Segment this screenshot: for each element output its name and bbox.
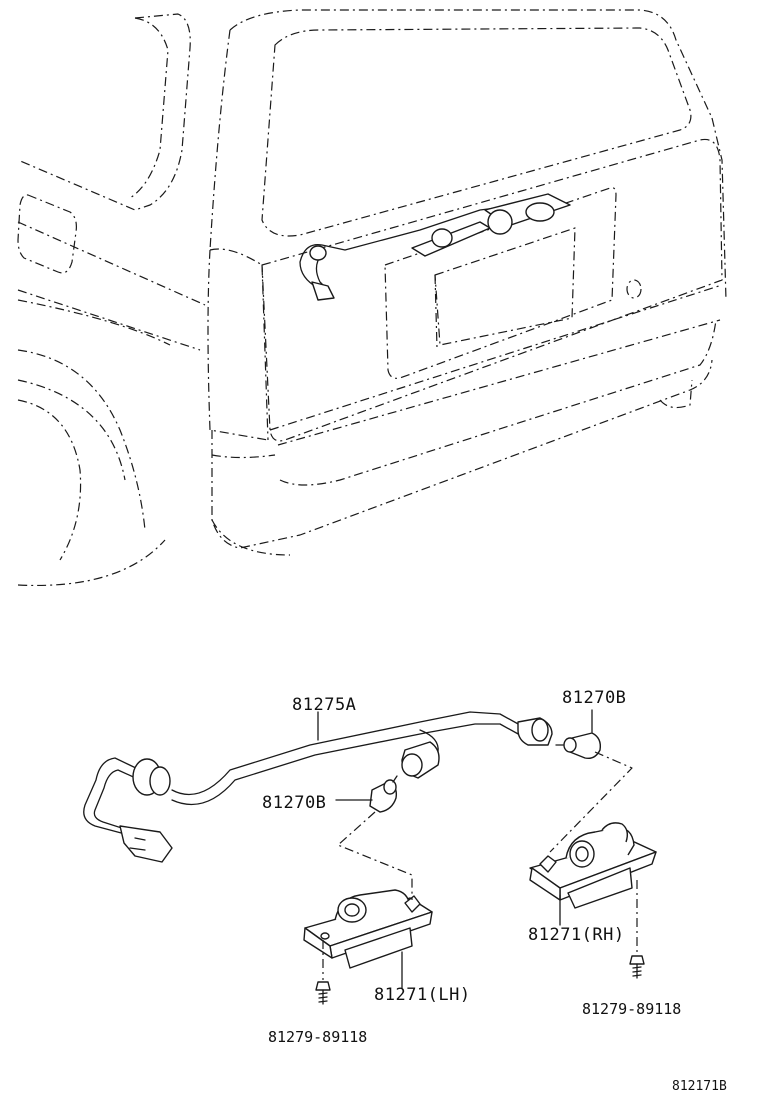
leader-lines [317,709,593,989]
label-harness: 81275A [292,695,356,715]
label-lamp-right: 81271(RH) [528,925,625,945]
bulb-81270b-right[interactable] [555,732,602,760]
assembly-lines [322,751,638,980]
label-screw-right: 81279-89118 [582,1000,681,1018]
label-lamp-left: 81271(LH) [374,985,471,1005]
bulb-81270b-left[interactable] [369,775,398,813]
lamp-81271-lh[interactable] [303,889,433,969]
figure-id: 812171B [672,1079,727,1094]
label-screw-left: 81279-89118 [268,1028,367,1046]
vehicle-rear-outline [17,9,727,587]
installed-harness-on-vehicle [299,193,571,301]
lamp-81271-rh[interactable] [529,822,657,909]
wire-harness-81275a[interactable] [83,711,553,863]
screw-81279-89118-left[interactable] [315,981,331,1005]
label-bulb-right: 81270B [562,688,626,708]
label-bulb-left: 81270B [262,793,326,813]
screw-81279-89118-right[interactable] [629,955,645,979]
